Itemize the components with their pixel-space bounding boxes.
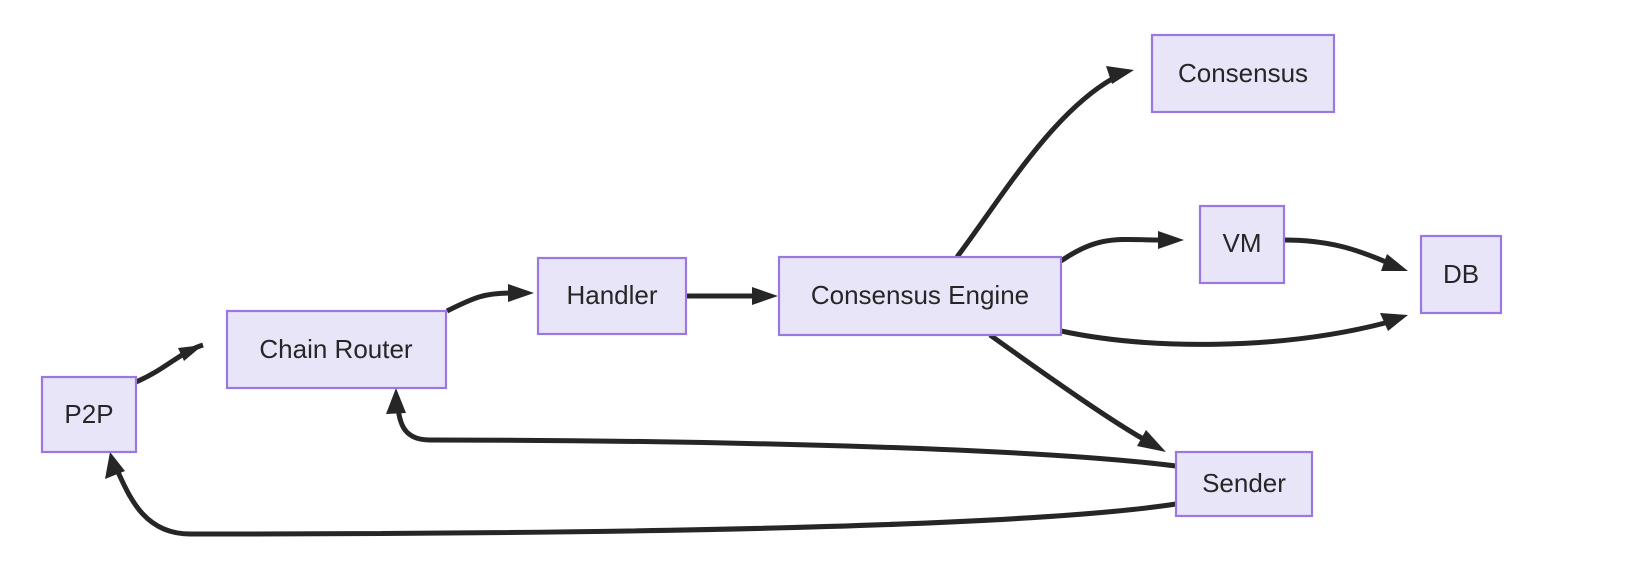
node-handler-rect[interactable] [536,256,688,336]
nodes-layer: P2P Chain Router Handler Consensus Engin… [40,33,1503,518]
edge-sender-to-p2p [105,452,1177,537]
node-vm-label: VM [1223,228,1262,258]
node-db[interactable]: DB [1419,234,1503,315]
edge-path [445,290,513,314]
arrowhead-icon [178,345,203,361]
node-consensus-rect[interactable] [1150,33,1336,114]
arrowhead-icon [752,287,778,305]
arrowhead-icon [1106,66,1134,84]
arrowhead-icon [1380,313,1408,331]
edge-path [115,470,1177,537]
node-sender[interactable]: Sender [1174,450,1314,518]
edge-consensus-engine-to-db [1060,313,1408,347]
edge-path [395,407,1177,469]
node-handler[interactable]: Handler [536,256,688,336]
node-chain-router-rect[interactable] [225,309,448,390]
node-consensus-engine-label: Consensus Engine [811,280,1029,310]
edge-path [955,76,1114,259]
node-vm[interactable]: VM [1198,204,1286,285]
arrowhead-icon [1158,231,1184,249]
node-handler-label: Handler [566,280,657,310]
node-db-label: DB [1443,259,1479,289]
arrowhead-icon [105,452,125,479]
node-consensus-label: Consensus [1178,58,1308,88]
edge-path [988,332,1147,443]
edge-path [1059,236,1163,264]
arrowhead-icon [508,284,534,302]
node-sender-rect[interactable] [1174,450,1314,518]
edge-path [1283,237,1387,265]
edges-layer [105,66,1408,537]
edge-consensus-engine-to-consensus [955,66,1134,259]
node-p2p-label: P2P [64,399,113,429]
edge-sender-to-chain-router [386,388,1177,469]
node-vm-rect[interactable] [1198,204,1286,285]
node-consensus-engine-rect[interactable] [777,255,1063,337]
node-sender-label: Sender [1202,468,1286,498]
edge-handler-to-consensus-engine [686,287,778,305]
edge-consensus-engine-to-vm [1059,231,1184,264]
node-p2p-rect[interactable] [40,375,138,454]
node-db-rect[interactable] [1419,234,1503,315]
arrowhead-icon [1137,430,1166,452]
edge-chain-router-to-handler [445,284,534,314]
node-consensus[interactable]: Consensus [1150,33,1336,114]
edge-p2p-to-chain-router [134,342,204,385]
node-chain-router[interactable]: Chain Router [225,309,448,390]
edge-vm-to-db [1283,237,1408,271]
node-p2p[interactable]: P2P [40,375,138,454]
arrowhead-icon [1381,254,1408,271]
node-consensus-engine[interactable]: Consensus Engine [777,255,1063,337]
edge-consensus-engine-to-sender [988,332,1166,452]
node-chain-router-label: Chain Router [259,334,413,364]
arrowhead-icon [386,388,406,414]
edge-path [1060,320,1386,347]
